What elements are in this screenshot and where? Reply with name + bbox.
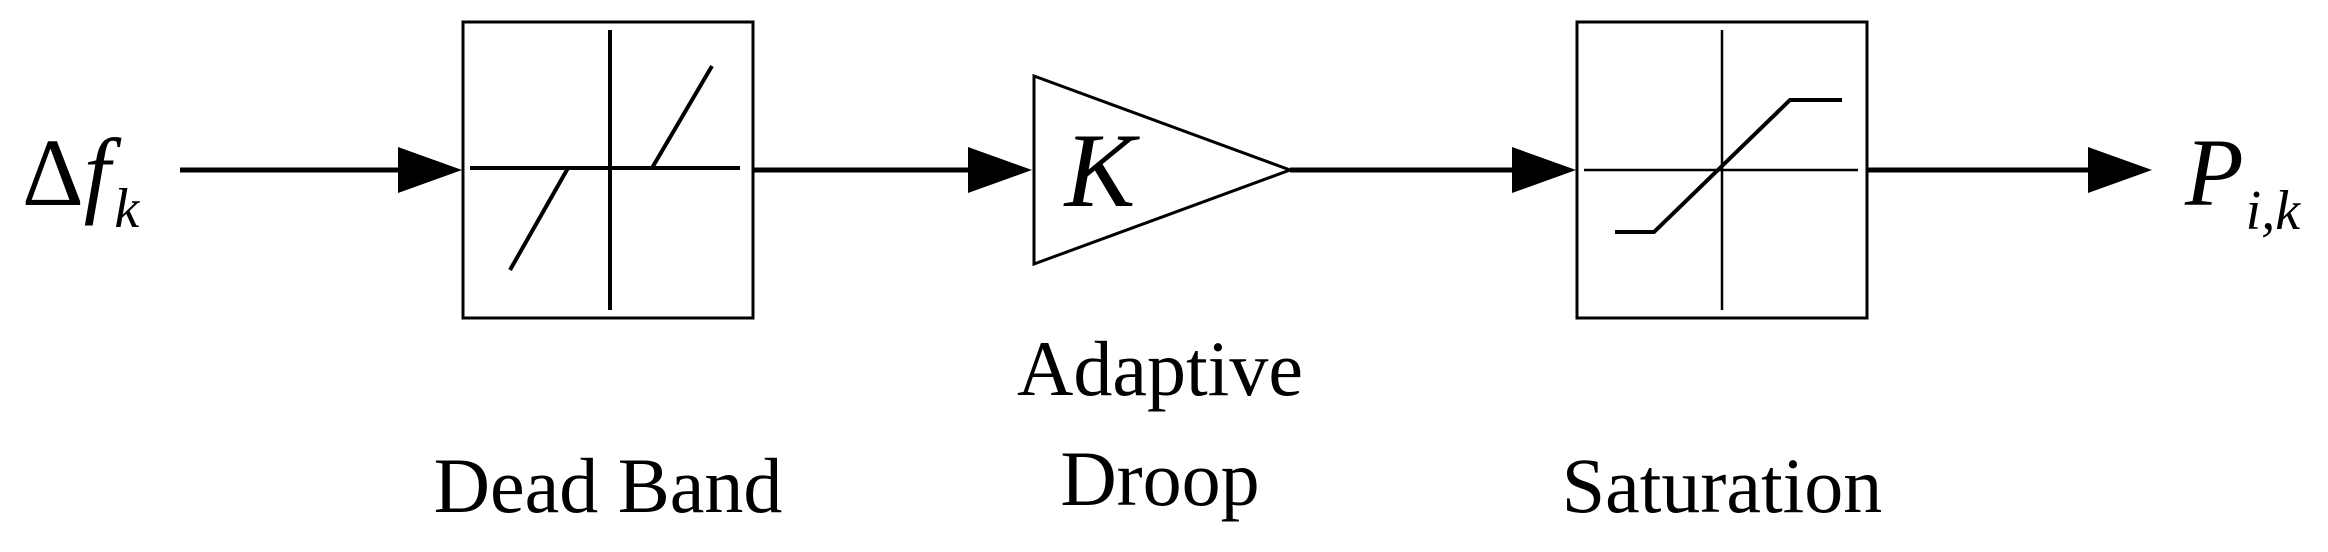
droop-gain-triangle (1032, 73, 1295, 267)
arrowhead-droop-to-saturation (1512, 147, 1576, 193)
saturation-block (1575, 20, 1869, 320)
dead-band-lower-slope (508, 167, 570, 271)
droop-gain-block: K (1032, 73, 1295, 267)
droop-label-line1: Adaptive (1017, 325, 1303, 412)
input-label: Δfk (22, 119, 140, 240)
dead-band-upper-slope (650, 64, 714, 170)
input-subscript: k (114, 178, 140, 240)
droop-label-line2: Droop (1060, 435, 1259, 522)
arrowhead-deadband-to-droop (968, 147, 1032, 193)
droop-gain-symbol: K (1063, 112, 1141, 229)
output-subscript: i,k (2246, 180, 2302, 242)
saturation-label: Saturation (1562, 442, 1883, 529)
dead-band-label: Dead Band (434, 442, 783, 529)
saturation-curve (1615, 98, 1842, 234)
input-delta: Δ (22, 119, 84, 226)
dead-band-block (461, 20, 755, 320)
output-label: Pi,k (2184, 119, 2301, 242)
arrowhead-input-to-deadband (398, 147, 462, 193)
arrowhead-saturation-to-output (2088, 147, 2152, 193)
output-symbol: P (2184, 119, 2244, 226)
